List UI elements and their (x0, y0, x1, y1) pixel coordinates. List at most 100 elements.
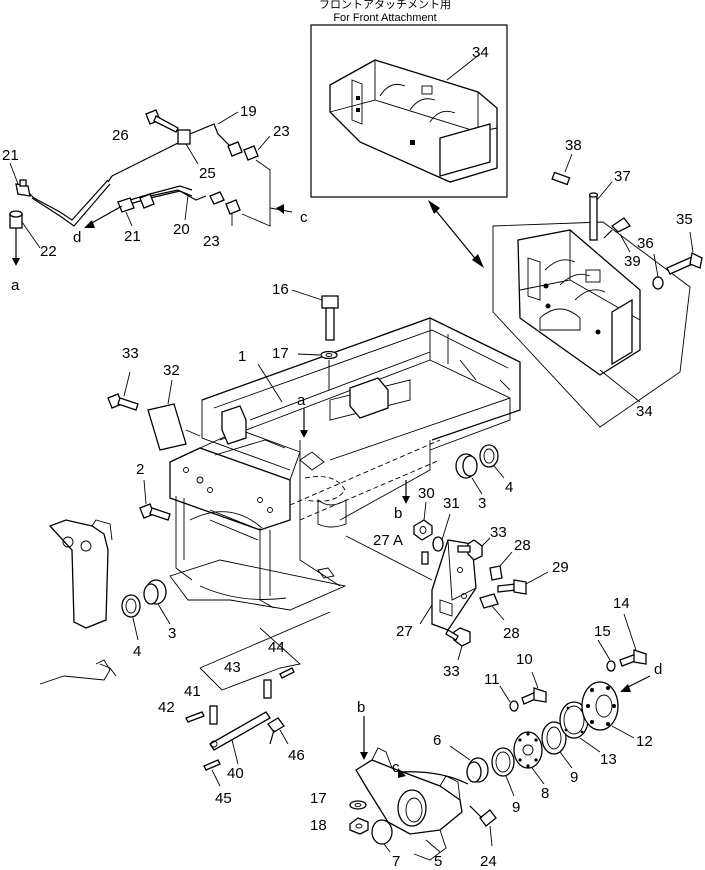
callout-9-right: 9 (570, 769, 578, 786)
letter-a-frame: a (297, 392, 306, 409)
callout-9-left: 9 (512, 799, 520, 816)
callout-33-center: 33 (490, 524, 507, 541)
callout-12: 12 (636, 733, 653, 750)
part-45-pin (203, 759, 221, 771)
part-10-bolt (521, 687, 547, 705)
part-35-bolt (666, 252, 703, 275)
callout-4-right: 4 (505, 479, 513, 496)
callout-36: 36 (637, 235, 654, 252)
part-22-adapter (9, 210, 23, 229)
part-41-pin (209, 705, 218, 725)
part-18-nut (349, 817, 369, 835)
callout-34-inset: 34 (472, 44, 489, 61)
inset-header-jp: フロントアタッチメント用 (319, 0, 451, 11)
part-21-fitting (117, 193, 155, 213)
callout-43: 43 (224, 659, 241, 676)
letter-c-top: c (300, 209, 308, 226)
callout-10: 10 (516, 651, 533, 668)
letter-d-left: d (73, 229, 81, 246)
part-30-nut (413, 519, 433, 541)
inset-counterweight-drawing (329, 59, 498, 183)
part-3-bushing-left (143, 579, 167, 605)
callout-17-lower: 17 (310, 790, 327, 807)
callout-29: 29 (552, 559, 569, 576)
part-7-bushing (371, 819, 393, 845)
part-27-bracket (431, 539, 477, 631)
part-17-washer (320, 350, 338, 360)
callout-27: 27 (396, 623, 413, 640)
part-31-washer (432, 536, 444, 552)
callout-8: 8 (541, 785, 549, 802)
part-43-pin (263, 679, 272, 699)
callout-3-right: 3 (478, 495, 486, 512)
callout-1: 1 (238, 348, 246, 365)
callout-21a: 21 (2, 147, 19, 164)
pin-assembly-frame (199, 611, 331, 691)
callout-38: 38 (565, 137, 582, 154)
part-36-washer (652, 276, 664, 290)
part-16-bolt (321, 295, 339, 341)
part-33-bolt-center (457, 539, 483, 561)
letter-d-right: d (654, 661, 662, 678)
part-21-elbow (15, 179, 31, 197)
part-32-plate (147, 403, 187, 451)
part-4-seal-left (121, 594, 141, 618)
callout-30: 30 (418, 485, 435, 502)
part-33-bolt-lower (445, 627, 471, 647)
part-38-pin (551, 171, 571, 186)
callout-16: 16 (272, 281, 289, 298)
part-3-bushing-right (455, 453, 478, 479)
callout-21b: 21 (124, 228, 141, 245)
callout-40: 40 (227, 765, 244, 782)
callout-6: 6 (433, 732, 441, 749)
part-24-fitting (469, 805, 497, 827)
callout-25: 25 (199, 165, 216, 182)
callout-35: 35 (676, 211, 693, 228)
callout-23-upper: 23 (273, 123, 290, 140)
part-9-shim-right (541, 721, 567, 755)
part-37-pin (588, 192, 599, 241)
part-12-cover (581, 681, 619, 731)
letter-b-bottom: b (357, 699, 365, 716)
callout-13: 13 (600, 751, 617, 768)
callout-37: 37 (614, 168, 631, 185)
callout-22: 22 (40, 243, 57, 260)
part-8-flange (513, 731, 543, 769)
left-mount-component (39, 519, 117, 685)
callout-3-left: 3 (168, 625, 176, 642)
part-11-washer (509, 700, 519, 712)
part-9-shim-left (491, 747, 515, 777)
counterweight-assembly (492, 221, 691, 428)
relation-arrow (428, 200, 484, 268)
part-28-clip-lower (479, 593, 499, 609)
callout-28-upper: 28 (514, 537, 531, 554)
part-23-fitting-lower (209, 191, 241, 215)
part-42-pin (185, 711, 205, 723)
callout-7: 7 (392, 853, 400, 870)
callout-15: 15 (594, 623, 611, 640)
callout-41: 41 (184, 683, 201, 700)
callout-32: 32 (163, 362, 180, 379)
callout-23-lower: 23 (203, 233, 220, 250)
letter-a-left: a (11, 277, 20, 294)
letter-b-frame: b (394, 505, 402, 522)
callout-34: 34 (636, 403, 653, 420)
part-2-bolt (139, 503, 171, 521)
callout-27a: 27 A (373, 532, 403, 549)
callout-39: 39 (624, 253, 641, 270)
callout-4-left: 4 (133, 643, 141, 660)
inset-header-en: For Front Attachment (333, 12, 436, 24)
callout-42: 42 (158, 699, 175, 716)
part-6-ring (466, 757, 489, 783)
callout-24: 24 (480, 853, 497, 870)
part-25-clamp (177, 129, 191, 145)
callout-20: 20 (173, 221, 190, 238)
letter-c-bottom: c (392, 759, 400, 776)
callout-11: 11 (484, 671, 500, 688)
part-4-seal-right (479, 444, 499, 468)
inset-frame (310, 24, 508, 198)
callout-46: 46 (288, 747, 305, 764)
callout-14: 14 (613, 595, 630, 612)
callout-28-lower: 28 (503, 625, 520, 642)
